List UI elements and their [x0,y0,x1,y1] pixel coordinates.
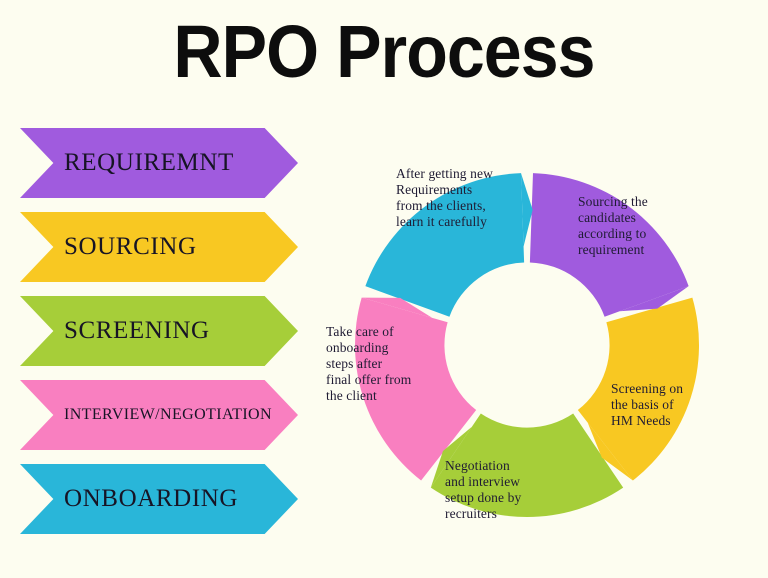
donut-segment-arrow-icon [521,173,533,247]
segment-caption-onboarding: Take care of onboarding steps after fina… [326,324,412,403]
process-cycle-donut-chart [341,159,713,531]
banner-step-3: SCREENING [20,296,298,366]
segment-caption-requirement: After getting new Requirements from the … [396,166,493,229]
page-title: RPO Process [173,10,595,93]
segment-caption-screening: Screening on the basis of HM Needs [611,381,684,428]
process-step-banner-list: REQUIREMNT SOURCING SCREENING INTERVIEW/… [20,128,300,548]
banner-step-5-label: ONBOARDING [64,485,239,512]
segment-caption-interview-negotiation: Negotiation and interview setup done by … [445,458,522,521]
banner-step-4-label: INTERVIEW/NEGOTIATION [64,406,272,423]
banner-step-2: SOURCING [20,212,298,282]
banner-step-5: ONBOARDING [20,464,298,534]
banner-step-4: INTERVIEW/NEGOTIATION [20,380,298,450]
donut-segment [365,173,525,317]
donut-segment [577,297,700,481]
segment-caption-sourcing: Sourcing the candidates according to req… [578,194,648,257]
donut-segment [354,297,477,481]
banner-step-1-label: REQUIREMNT [64,149,234,176]
banner-step-2-label: SOURCING [64,233,197,260]
banner-step-1: REQUIREMNT [20,128,298,198]
donut-segment [430,413,624,517]
banner-step-3-label: SCREENING [64,317,210,344]
donut-segment [529,173,689,317]
donut-chart-svg [354,173,700,517]
donut-segment-arrow-icon [619,286,689,312]
donut-segment-arrow-icon [361,297,433,318]
